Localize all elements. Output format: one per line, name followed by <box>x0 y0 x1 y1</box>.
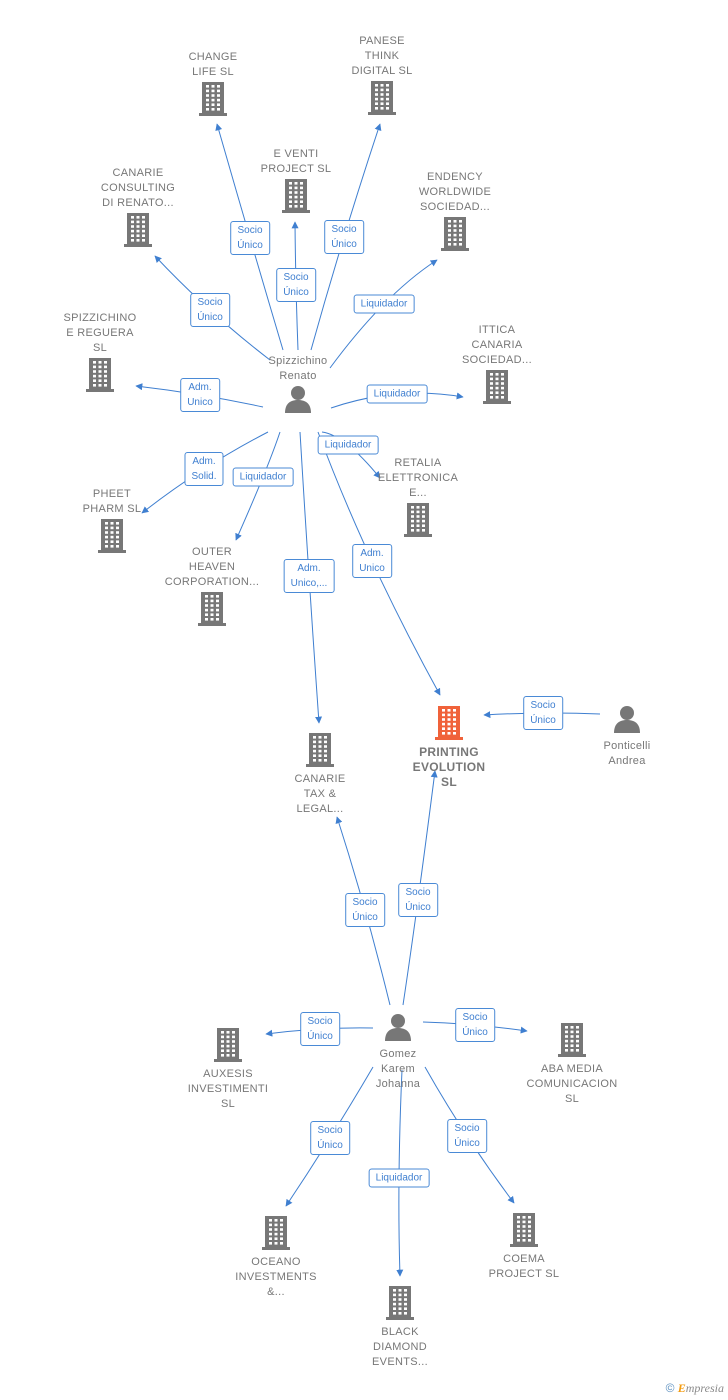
node-printing[interactable]: PRINTING EVOLUTION SL <box>394 704 504 790</box>
edge-role-label[interactable]: Socio Único <box>345 893 385 927</box>
building-icon <box>345 1284 455 1325</box>
building-icon <box>157 590 267 631</box>
building-icon <box>241 177 351 218</box>
person-icon <box>343 1012 453 1047</box>
edge-role-label[interactable]: Liquidador <box>317 435 379 455</box>
empresia-logo: Empresia <box>677 1381 724 1395</box>
edge-spizzichino_renato-to-endency <box>329 259 438 369</box>
edge-role-label[interactable]: Socio Único <box>447 1119 487 1153</box>
building-icon <box>158 80 268 121</box>
node-spizzichino-reguera[interactable]: SPIZZICHINO E REGUERA SL <box>45 311 155 397</box>
building-icon <box>327 79 437 120</box>
node-label: PANESE THINK DIGITAL SL <box>351 35 413 77</box>
node-label: ABA MEDIA COMUNICACION SL <box>526 1063 618 1105</box>
edge-role-label[interactable]: Liquidador <box>366 384 428 404</box>
edge-role-label[interactable]: Liquidador <box>353 294 415 314</box>
node-gomez[interactable]: Gomez Karem Johanna <box>343 1012 453 1092</box>
building-icon <box>469 1211 579 1252</box>
node-panese[interactable]: PANESE THINK DIGITAL SL <box>327 34 437 120</box>
edge-role-label[interactable]: Adm. Unico <box>352 544 392 578</box>
node-label: SPIZZICHINO E REGUERA SL <box>63 312 137 354</box>
edge-role-label[interactable]: Socio Único <box>523 696 563 730</box>
edge-role-label[interactable]: Socio Único <box>300 1012 340 1046</box>
node-canarie-tax[interactable]: CANARIE TAX & LEGAL... <box>265 731 375 817</box>
building-icon <box>83 211 193 252</box>
building-icon <box>173 1026 283 1067</box>
edge-role-label[interactable]: Socio Único <box>310 1121 350 1155</box>
edge-role-label[interactable]: Adm. Solid. <box>184 452 224 486</box>
edge-role-label[interactable]: Socio Único <box>230 221 270 255</box>
edge-role-label[interactable]: Socio Único <box>276 268 316 302</box>
node-ittica[interactable]: ITTICA CANARIA SOCIEDAD... <box>442 323 552 409</box>
node-label: CANARIE CONSULTING DI RENATO... <box>100 167 176 209</box>
copyright-symbol: © <box>665 1381 675 1395</box>
node-spizzichino-renato[interactable]: Spizzichino Renato <box>243 354 353 419</box>
node-e-venti[interactable]: E VENTI PROJECT SL <box>241 147 351 218</box>
node-label: PRINTING EVOLUTION SL <box>412 745 486 789</box>
edge-role-label[interactable]: Adm. Unico,... <box>283 559 335 593</box>
node-label: AUXESIS INVESTIMENTI SL <box>187 1068 269 1110</box>
building-icon <box>394 704 504 745</box>
person-icon <box>243 384 353 419</box>
node-label: Ponticelli Andrea <box>603 740 651 767</box>
building-icon <box>363 501 473 542</box>
node-label: PHEET PHARM SL <box>82 488 142 515</box>
node-oceano[interactable]: OCEANO INVESTMENTS &... <box>221 1214 331 1300</box>
node-label: E VENTI PROJECT SL <box>260 148 332 175</box>
building-icon <box>400 215 510 256</box>
building-icon <box>57 517 167 558</box>
edge-role-label[interactable]: Socio Único <box>398 883 438 917</box>
node-label: Spizzichino Renato <box>268 355 328 382</box>
node-label: OUTER HEAVEN CORPORATION... <box>164 546 260 588</box>
node-label: COEMA PROJECT SL <box>488 1253 560 1280</box>
node-aba-media[interactable]: ABA MEDIA COMUNICACION SL <box>517 1021 627 1107</box>
node-coema[interactable]: COEMA PROJECT SL <box>469 1211 579 1282</box>
node-auxesis[interactable]: AUXESIS INVESTIMENTI SL <box>173 1026 283 1112</box>
edge-role-label[interactable]: Adm. Unico <box>180 378 220 412</box>
edge-role-label[interactable]: Socio Único <box>455 1008 495 1042</box>
node-retalia[interactable]: RETALIA ELETTRONICA E... <box>363 456 473 542</box>
person-icon <box>572 704 682 739</box>
edge-role-label[interactable]: Socio Único <box>190 293 230 327</box>
building-icon <box>221 1214 331 1255</box>
node-pheet[interactable]: PHEET PHARM SL <box>57 487 167 558</box>
node-label: BLACK DIAMOND EVENTS... <box>372 1326 428 1368</box>
edge-role-label[interactable]: Liquidador <box>368 1168 430 1188</box>
node-label: RETALIA ELETTRONICA E... <box>377 457 459 499</box>
edge-role-label[interactable]: Socio Único <box>324 220 364 254</box>
node-label: ENDENCY WORLDWIDE SOCIEDAD... <box>418 171 492 213</box>
building-icon <box>517 1021 627 1062</box>
node-label: OCEANO INVESTMENTS &... <box>235 1256 317 1298</box>
node-label: ITTICA CANARIA SOCIEDAD... <box>462 324 532 366</box>
building-icon <box>442 368 552 409</box>
edge-role-label[interactable]: Liquidador <box>232 467 294 487</box>
node-label: CHANGE LIFE SL <box>188 51 238 78</box>
building-icon <box>45 356 155 397</box>
node-ponticelli[interactable]: Ponticelli Andrea <box>572 704 682 769</box>
node-label: CANARIE TAX & LEGAL... <box>294 773 346 815</box>
node-outer-heaven[interactable]: OUTER HEAVEN CORPORATION... <box>157 545 267 631</box>
node-label: Gomez Karem Johanna <box>375 1048 421 1090</box>
node-endency[interactable]: ENDENCY WORLDWIDE SOCIEDAD... <box>400 170 510 256</box>
node-canarie-consulting[interactable]: CANARIE CONSULTING DI RENATO... <box>83 166 193 252</box>
building-icon <box>265 731 375 772</box>
node-change-life[interactable]: CHANGE LIFE SL <box>158 50 268 121</box>
node-black-diamond[interactable]: BLACK DIAMOND EVENTS... <box>345 1284 455 1370</box>
empresia-watermark: © Empresia <box>666 1381 724 1396</box>
